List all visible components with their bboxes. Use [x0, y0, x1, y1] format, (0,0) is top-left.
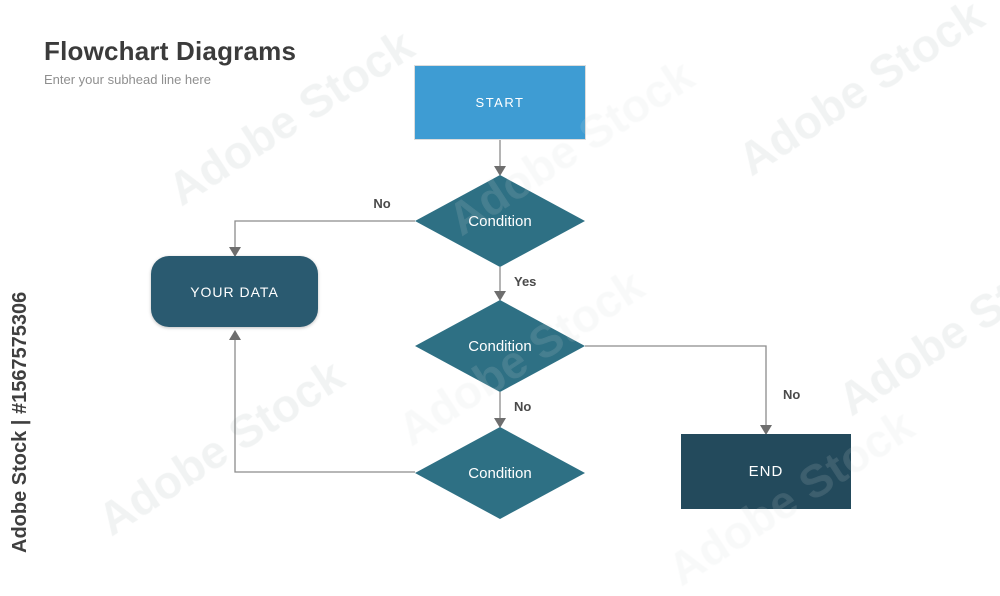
- node-label: Condition: [468, 337, 532, 355]
- edge-label-no: No: [783, 387, 800, 402]
- page-title: Flowchart Diagrams: [44, 36, 297, 66]
- node-label: END: [748, 463, 784, 480]
- connector-layer: No Yes No No: [229, 139, 800, 473]
- flowchart-node-condition-1: Condition: [415, 175, 585, 267]
- edge-label-yes: Yes: [514, 274, 536, 289]
- edge-cond3-to-yourdata: [234, 340, 415, 473]
- arrowhead-down-icon: [494, 291, 506, 301]
- node-label: Condition: [468, 464, 532, 482]
- flowchart-node-condition-2: Condition: [415, 300, 585, 392]
- arrowhead-down-icon: [494, 418, 506, 428]
- node-label: YOUR DATA: [190, 283, 279, 300]
- node-label: START: [475, 95, 525, 110]
- arrowhead-down-icon: [229, 247, 241, 257]
- arrowhead-up-icon: [229, 330, 241, 340]
- flowchart-node-end: END: [681, 434, 851, 509]
- edge-label-no: No: [514, 399, 531, 414]
- flowchart-node-start: START: [415, 66, 585, 139]
- edge-cond2-to-end: [585, 345, 767, 425]
- edge-label-no: No: [373, 196, 390, 211]
- edge-cond1-to-yourdata: [234, 220, 415, 247]
- arrowhead-down-icon: [760, 425, 772, 435]
- stock-watermark-id: Adobe Stock | #1567575306: [9, 291, 31, 553]
- nodes-layer: START Condition YOUR DATA Condition Cond…: [151, 66, 851, 519]
- arrowhead-down-icon: [494, 166, 506, 176]
- flowchart-node-condition-3: Condition: [415, 427, 585, 519]
- page-subhead: Enter your subhead line here: [44, 72, 211, 87]
- node-label: Condition: [468, 212, 532, 230]
- flowchart-node-your-data: YOUR DATA: [151, 256, 318, 327]
- flowchart-slide: Flowchart Diagrams Enter your subhead li…: [9, 0, 1000, 595]
